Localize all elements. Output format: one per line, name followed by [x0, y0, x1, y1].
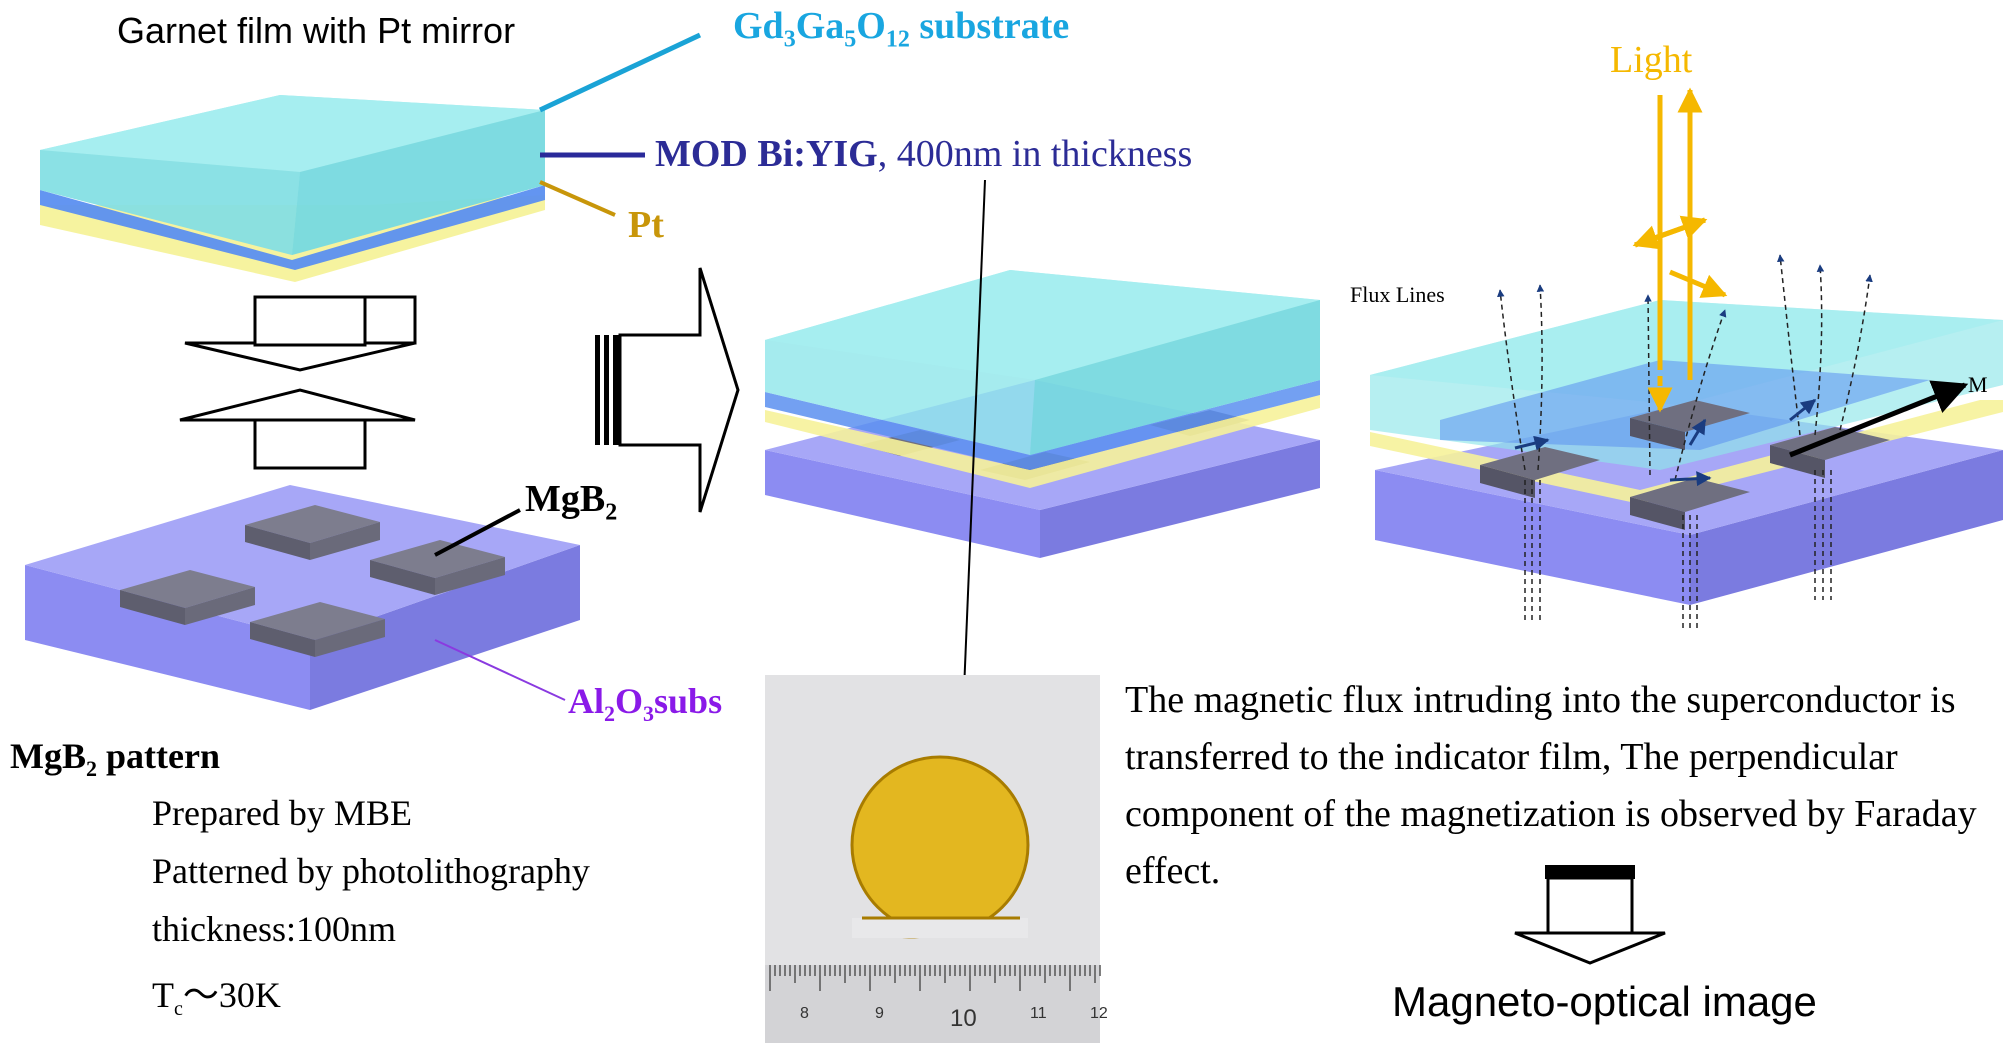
up-arrow-icon	[179, 388, 416, 422]
garnet-film-stack	[40, 95, 545, 282]
ruler-number: 8	[800, 1005, 809, 1022]
al2o3-leader-line	[434, 639, 566, 701]
up-arrow-stem	[253, 418, 367, 470]
down-arrow-stem	[253, 295, 367, 347]
m-axis-arrow	[1789, 380, 1969, 458]
wafer-photo	[765, 675, 1101, 1043]
assembled-stack	[765, 270, 1320, 558]
mo-setup-stack	[1370, 300, 2003, 605]
pattern-line-photolithography: Patterned by photolithography	[152, 851, 590, 891]
mgb2-leader-line	[434, 508, 521, 557]
result-arrow-icon	[1514, 865, 1666, 965]
pointer-to-photo	[956, 179, 986, 717]
mgb2-pads	[120, 505, 505, 657]
ruler-number: 11	[1030, 1005, 1047, 1022]
combine-arrow-icon	[595, 267, 740, 513]
result-label: Magneto-optical image	[1392, 978, 1817, 1025]
pattern-title: MgB2 pattern	[10, 736, 220, 782]
mgb2-label: MgB2	[525, 478, 618, 526]
ggg-substrate-label: Gd3Ga5O12 substrate	[733, 5, 1070, 53]
garnet-film-label: Garnet film with Pt mirror	[117, 10, 516, 51]
pattern-line-tc: Tc〜30K	[152, 975, 281, 1021]
substrate-leader-line	[538, 32, 702, 113]
pattern-line-mbe: Prepared by MBE	[152, 793, 412, 833]
m-axis-label: M	[1968, 372, 1988, 397]
bi-yig-label: MOD Bi:YIG, 400nm in thickness	[655, 133, 1193, 175]
pt-label: Pt	[628, 204, 664, 246]
magnetization-arrows	[1514, 398, 1817, 487]
pt-leader-line	[539, 180, 616, 217]
light-label: Light	[1610, 39, 1693, 81]
al2o3-substrate-label: Al2O3subs	[568, 681, 723, 727]
ruler-number: 10	[950, 1005, 977, 1032]
description-text: The magnetic flux intruding into the sup…	[1125, 679, 1977, 892]
down-arrow-icon	[184, 341, 416, 372]
light-beams	[1632, 87, 1728, 413]
ruler-number: 9	[875, 1005, 884, 1022]
flux-lines-label: Flux Lines	[1350, 282, 1445, 307]
ruler-number: 12	[1090, 1005, 1108, 1022]
pattern-line-thickness: thickness:100nm	[152, 909, 396, 949]
